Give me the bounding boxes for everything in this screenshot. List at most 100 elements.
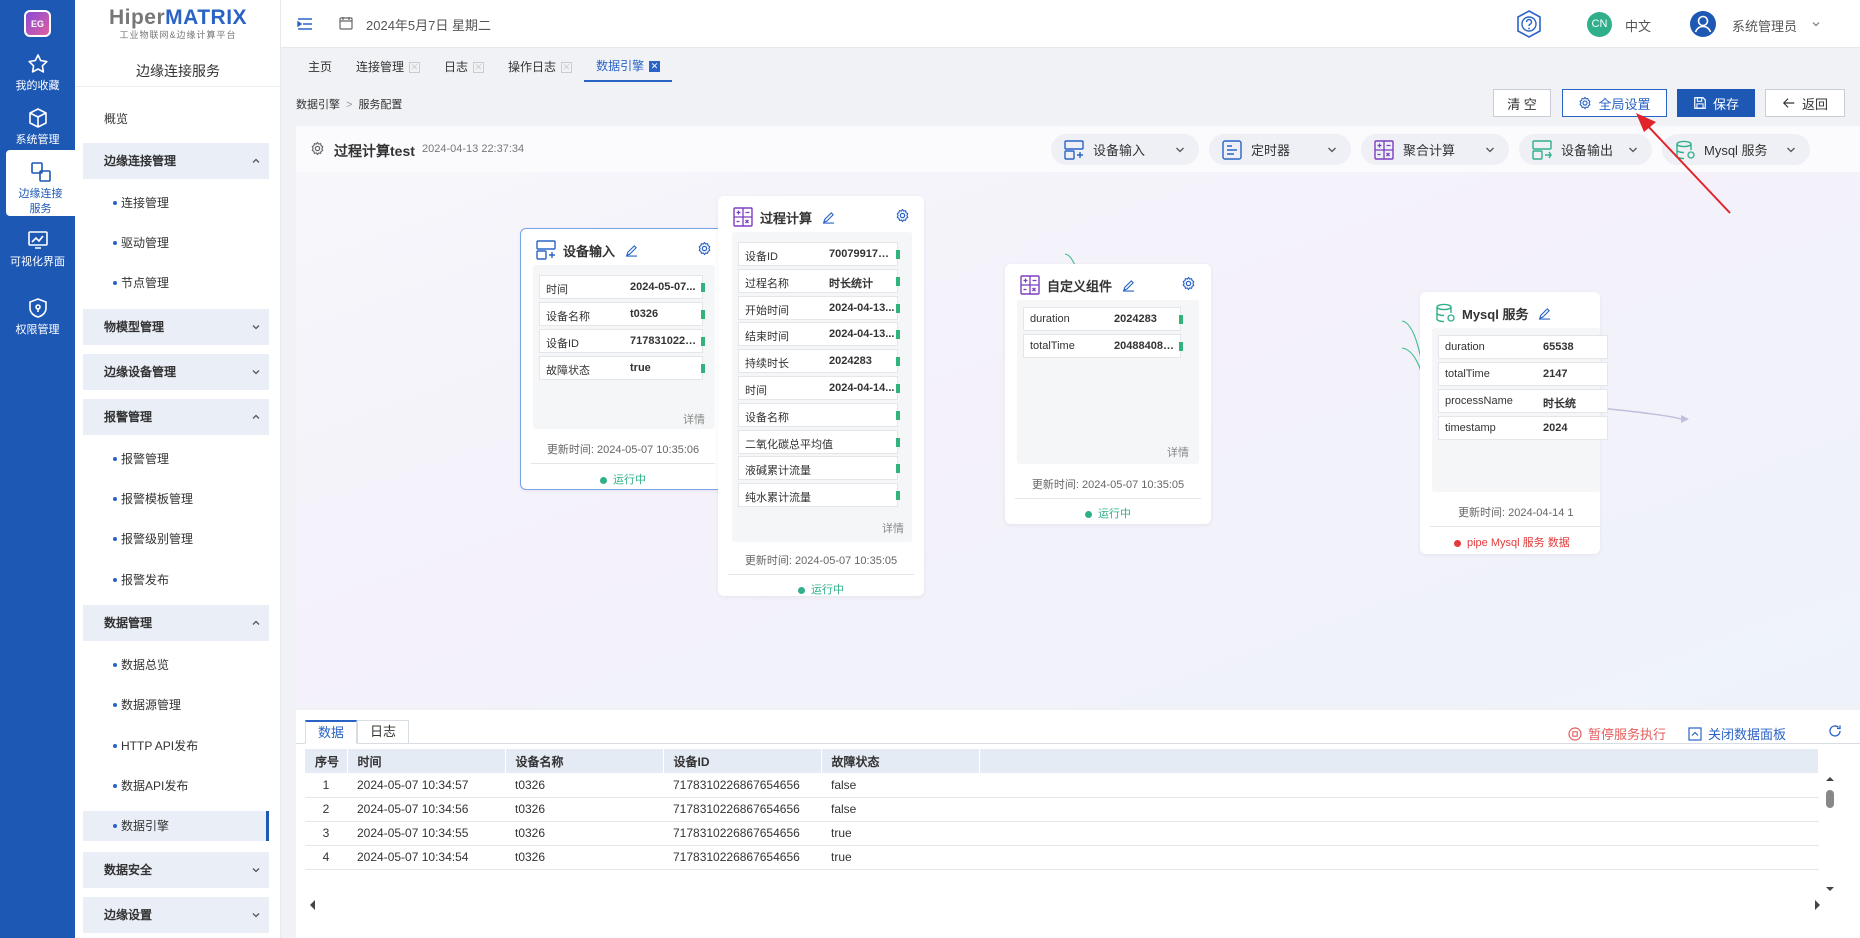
close-data-panel-button[interactable]: 关闭数据面板 <box>1688 724 1786 743</box>
gear-icon[interactable] <box>1181 276 1196 291</box>
pill-timer[interactable]: 定时器 <box>1209 134 1351 165</box>
language-badge[interactable]: CN <box>1587 12 1612 37</box>
output-port[interactable] <box>1179 315 1183 324</box>
sidebar-group-edge-device[interactable]: 边缘设备管理 <box>83 354 269 390</box>
node-field-row[interactable]: 设备名称 <box>738 403 900 427</box>
node-field-row[interactable]: 二氧化碳总平均值 <box>738 430 900 454</box>
detail-link[interactable]: 详情 <box>1167 447 1189 459</box>
output-port[interactable] <box>701 364 705 373</box>
sidebar-item-data-api[interactable]: 数据API发布 <box>83 771 269 801</box>
sidebar-group-data-security[interactable]: 数据安全 <box>83 852 269 888</box>
output-port[interactable] <box>896 357 900 366</box>
detail-link[interactable]: 详情 <box>882 523 904 535</box>
edit-icon[interactable] <box>1122 279 1135 292</box>
output-port[interactable] <box>1179 342 1183 351</box>
table-row[interactable]: 3 2024-05-07 10:34:55 t0326 717831022686… <box>305 821 1819 846</box>
sidebar-item-overview[interactable]: 概览 <box>104 112 129 126</box>
pill-device-output[interactable]: 设备输出 <box>1519 134 1652 165</box>
scrollbar-thumb[interactable] <box>1826 790 1834 808</box>
output-port[interactable] <box>896 438 900 447</box>
refresh-button[interactable] <box>1828 724 1842 738</box>
output-port[interactable] <box>701 337 705 346</box>
output-port[interactable] <box>701 310 705 319</box>
output-port[interactable] <box>896 411 900 420</box>
sidebar-item-data-source[interactable]: 数据源管理 <box>83 690 269 720</box>
table-row[interactable]: 4 2024-05-07 10:34:54 t0326 717831022686… <box>305 845 1819 870</box>
sidebar-item-data-engine[interactable]: 数据引擎 <box>83 811 269 841</box>
rail-item-visualization[interactable]: 可视化界面 <box>0 228 75 270</box>
node-field-row[interactable]: 过程名称时长统计 <box>738 269 900 293</box>
pill-device-input[interactable]: 设备输入 <box>1051 134 1199 165</box>
output-port[interactable] <box>896 491 900 500</box>
output-port[interactable] <box>896 250 900 259</box>
output-port[interactable] <box>701 283 705 292</box>
detail-link[interactable]: 详情 <box>683 414 705 426</box>
table-row[interactable]: 1 2024-05-07 10:34:57 t0326 717831022686… <box>305 773 1819 798</box>
sidebar-item-connection-mgmt[interactable]: 连接管理 <box>83 188 269 218</box>
language-switch[interactable]: 中文 <box>1625 19 1652 34</box>
sidebar-group-data-mgmt[interactable]: 数据管理 <box>83 605 269 641</box>
sidebar-item-alarm-mgmt[interactable]: 报警管理 <box>83 444 269 474</box>
flow-canvas[interactable]: 过程计算test 2024-04-13 22:37:34 设备输入 定时器 聚合… <box>296 126 1860 706</box>
node-field-row[interactable]: 液碱累计流量 <box>738 456 900 480</box>
horizontal-scrollbar[interactable] <box>305 897 1825 913</box>
menu-collapse-icon[interactable] <box>297 16 313 32</box>
gear-icon[interactable] <box>895 208 910 223</box>
rail-item-permissions[interactable]: 权限管理 <box>0 296 75 338</box>
output-port[interactable] <box>896 384 900 393</box>
user-avatar-icon[interactable] <box>1689 10 1717 38</box>
close-icon[interactable]: ✕ <box>473 61 485 73</box>
user-name[interactable]: 系统管理员 <box>1732 19 1798 34</box>
tab-data-engine[interactable]: 数据引擎✕ <box>584 52 673 82</box>
tab-data[interactable]: 数据 <box>305 720 358 744</box>
close-icon[interactable]: ✕ <box>561 61 573 73</box>
breadcrumb-item[interactable]: 数据引擎 <box>296 99 340 111</box>
sidebar-group-thing-model[interactable]: 物模型管理 <box>83 309 269 345</box>
tab-operation-log[interactable]: 操作日志✕ <box>496 52 584 82</box>
gear-icon[interactable] <box>310 141 325 156</box>
table-row[interactable]: 2 2024-05-07 10:34:56 t0326 717831022686… <box>305 797 1819 822</box>
tab-home[interactable]: 主页 <box>296 52 344 82</box>
sidebar-item-driver-mgmt[interactable]: 驱动管理 <box>83 228 269 258</box>
edit-icon[interactable] <box>625 244 638 257</box>
sidebar-item-http-api[interactable]: HTTP API发布 <box>83 731 269 761</box>
node-field-row[interactable]: 纯水累计流量 <box>738 483 900 507</box>
sidebar-group-alarm[interactable]: 报警管理 <box>83 399 269 435</box>
sidebar-group-edge-connection[interactable]: 边缘连接管理 <box>83 143 269 179</box>
output-port[interactable] <box>896 277 900 286</box>
close-icon[interactable]: ✕ <box>649 60 661 72</box>
output-port[interactable] <box>896 330 900 339</box>
sidebar-item-alarm-level[interactable]: 报警级别管理 <box>83 524 269 554</box>
edit-icon[interactable] <box>822 211 835 224</box>
edit-icon[interactable] <box>1538 307 1551 320</box>
output-port[interactable] <box>896 304 900 313</box>
rail-item-system[interactable]: 系统管理 <box>0 106 75 148</box>
tab-log[interactable]: 日志✕ <box>432 52 496 82</box>
help-icon[interactable] <box>1514 9 1544 39</box>
output-port[interactable] <box>896 464 900 473</box>
sidebar-item-node-mgmt[interactable]: 节点管理 <box>83 268 269 298</box>
sidebar-item-data-overview[interactable]: 数据总览 <box>83 650 269 680</box>
clear-button[interactable]: 清 空 <box>1493 89 1551 117</box>
pause-service-button[interactable]: 暂停服务执行 <box>1568 724 1666 743</box>
vertical-scrollbar[interactable] <box>1824 772 1836 896</box>
tab-connection-mgmt[interactable]: 连接管理✕ <box>344 52 432 82</box>
rail-item-edge-connection[interactable]: 边缘连接服务 <box>6 150 75 216</box>
